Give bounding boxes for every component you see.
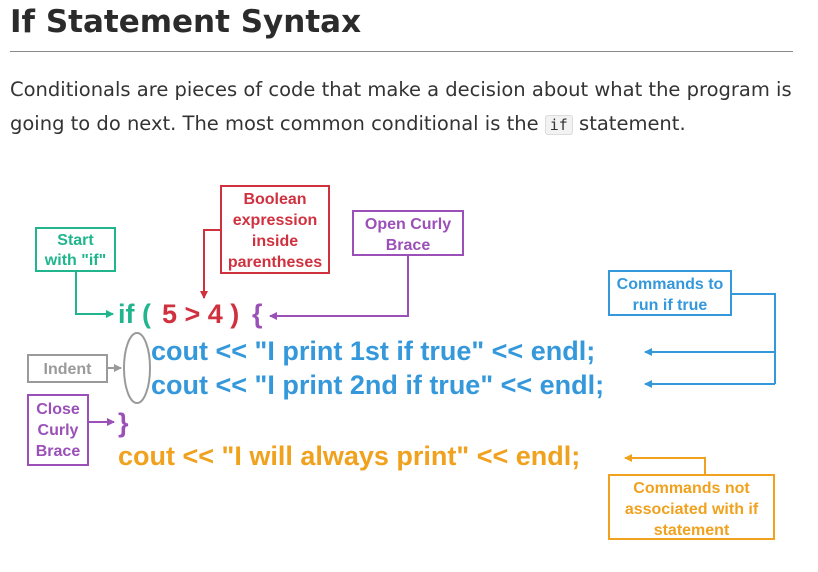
close-curly-line-1: Close [36, 401, 80, 418]
label-close-curly-brace: Close Curly Brace [27, 394, 89, 466]
commands-true-line-2: run if true [633, 297, 708, 314]
boolean-line-2: expression [233, 212, 317, 229]
arrow-not-associated [624, 454, 706, 475]
arrow-start-if [75, 271, 114, 318]
open-curly-line-1: Open Curly [365, 216, 451, 233]
label-start-with-if: Start with "if" [35, 227, 116, 272]
commands-true-line-1: Commands to [617, 276, 724, 293]
not-associated-line-2: associated with if [625, 501, 759, 518]
label-open-curly-brace: Open Curly Brace [352, 210, 464, 256]
not-associated-line-3: statement [654, 522, 730, 539]
intro-paragraph: Conditionals are pieces of code that mak… [10, 73, 810, 142]
label-boolean-expression: Boolean expression inside parentheses [220, 185, 330, 274]
indent-ellipse [123, 332, 151, 404]
start-if-line-2: with "if" [44, 252, 106, 269]
title-divider [10, 51, 793, 52]
intro-text-end: statement. [579, 112, 686, 135]
label-commands-if-true: Commands to run if true [608, 270, 732, 316]
code-after-line: cout << "I will always print" << endl; [118, 441, 580, 471]
code-open-brace: { [252, 299, 263, 329]
arrow-boolean [200, 229, 221, 299]
page-title: If Statement Syntax [10, 4, 362, 40]
inline-code-if: if [544, 115, 573, 135]
not-associated-line-1: Commands not [633, 480, 750, 497]
label-commands-not-associated: Commands not associated with if statemen… [608, 474, 775, 540]
code-if-keyword: if ( [118, 299, 151, 329]
close-curly-line-2: Curly [38, 422, 79, 439]
indent-text: Indent [44, 361, 93, 378]
code-condition: 5 > 4 ) [162, 299, 239, 329]
code-body-line-1: cout << "I print 1st if true" << endl; [151, 336, 595, 366]
if-syntax-diagram: Start with "if" Boolean expression insid… [0, 170, 818, 568]
close-curly-line-3: Brace [36, 443, 81, 460]
diagram-canvas: Start with "if" Boolean expression insid… [27, 185, 776, 540]
start-if-line-1: Start [57, 232, 94, 249]
open-curly-line-2: Brace [386, 237, 431, 254]
code-close-brace: } [118, 408, 129, 438]
intro-text: Conditionals are pieces of code that mak… [10, 78, 792, 135]
arrow-commands-true-trunk [731, 293, 776, 384]
arrow-open-curly [269, 255, 409, 320]
code-body-line-2: cout << "I print 2nd if true" << endl; [151, 370, 604, 400]
boolean-line-4: parentheses [228, 254, 322, 271]
boolean-line-1: Boolean [243, 191, 306, 208]
label-indent: Indent [27, 354, 108, 383]
boolean-line-3: inside [252, 233, 298, 250]
